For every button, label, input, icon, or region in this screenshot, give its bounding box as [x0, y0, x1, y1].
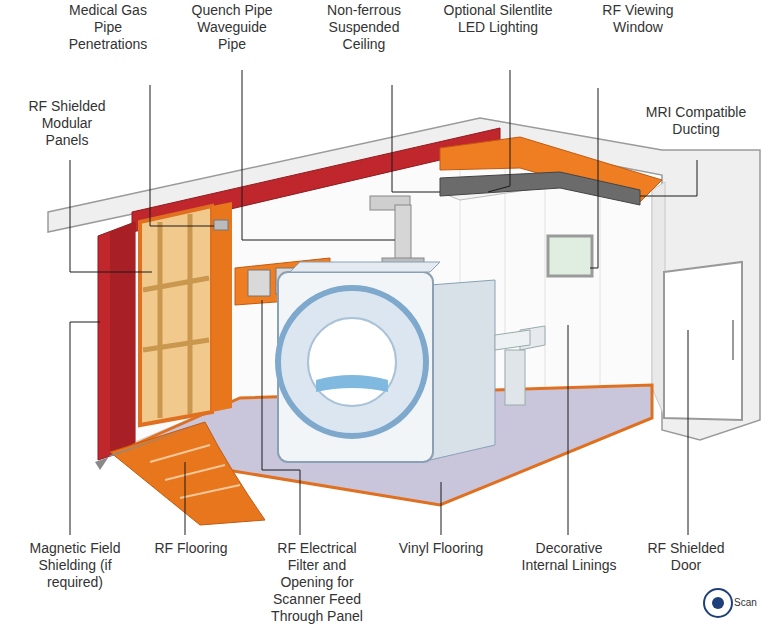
- viewing-window: [548, 236, 592, 276]
- part-label: RF Viewing Window: [594, 2, 682, 36]
- scanner-body: [278, 272, 433, 462]
- modular-panel: [140, 206, 212, 425]
- part-label: Magnetic Field Shielding (if required): [21, 540, 129, 591]
- part-label: RF Electrical Filter and Opening for Sca…: [266, 540, 368, 625]
- part-label: MRI Compatible Ducting: [636, 104, 756, 138]
- bore-table: [316, 375, 388, 392]
- rf-floor-strips: [150, 445, 240, 498]
- rf-floor: [110, 422, 265, 525]
- panel-studs: [143, 214, 209, 418]
- part-label: Non-ferrous Suspended Ceiling: [323, 2, 405, 53]
- door-handle: [732, 320, 734, 360]
- watermark-logo: [704, 589, 732, 617]
- rf-shield-wall-side: [110, 222, 135, 455]
- scanner-bore: [308, 318, 396, 406]
- scanner-side: [430, 280, 495, 460]
- watermark-logo: [712, 597, 724, 609]
- gas-penetration: [214, 220, 228, 230]
- ducting: [440, 172, 640, 205]
- part-label: RF Flooring: [136, 540, 246, 557]
- part-label: Quench Pipe Waveguide Pipe: [187, 2, 277, 53]
- leader-lines: [70, 70, 697, 535]
- part-label: RF Shielded Door: [640, 540, 732, 574]
- part-label: Vinyl Flooring: [386, 540, 496, 557]
- panel-edge: [212, 202, 232, 412]
- scanner-ring: [278, 288, 426, 436]
- part-label: Optional Silentlite LED Lighting: [428, 2, 568, 36]
- filter-box: [248, 270, 270, 296]
- rf-shield-wall: [98, 222, 135, 460]
- part-label: Medical Gas Pipe Penetrations: [61, 2, 156, 53]
- scanner-top: [290, 262, 440, 272]
- watermark: Scan: [734, 597, 764, 609]
- table-base: [505, 350, 525, 405]
- magnetic-shield: [95, 425, 200, 470]
- part-label: Decorative Internal Linings: [513, 540, 625, 574]
- part-label: RF Shielded Modular Panels: [23, 98, 111, 149]
- patient-table: [495, 330, 530, 350]
- shielded-door: [664, 262, 742, 420]
